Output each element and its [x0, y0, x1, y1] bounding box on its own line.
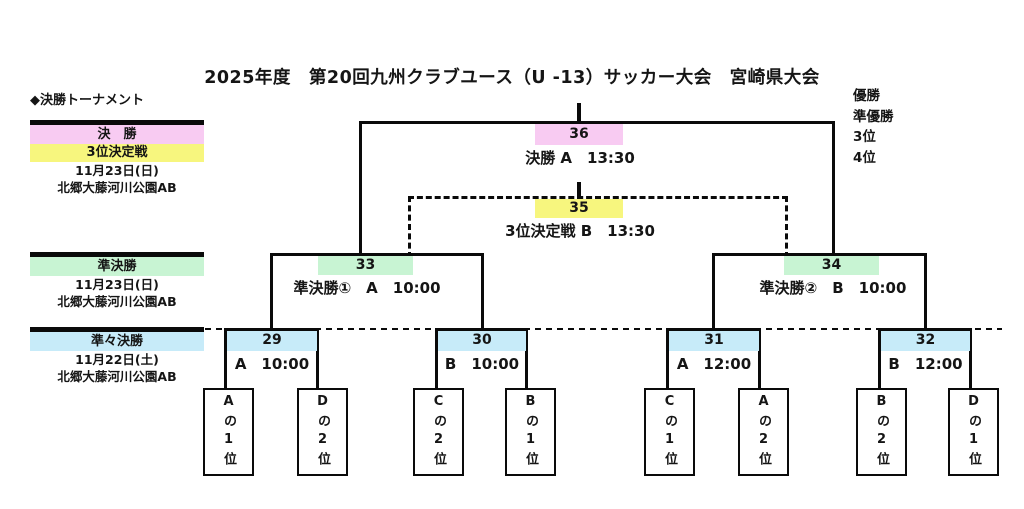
match-number-semi1: 33: [318, 256, 413, 275]
bracket-line-qf3-right: [758, 328, 761, 389]
team-box: Dの1位: [948, 388, 999, 476]
match-number-qf2: 30: [438, 331, 526, 351]
round-label-quarterfinal: 準々決勝: [30, 332, 204, 351]
rank-third: 3位: [853, 129, 876, 145]
bracket-line-qf4-right: [969, 328, 972, 389]
round-venue: 北郷大藤河川公園AB: [57, 180, 177, 195]
panel-divider-bar: [30, 327, 204, 332]
bracket-line-qf2-horizontal: [435, 328, 528, 331]
match-number-semi2: 34: [784, 256, 879, 275]
panel-divider-bar: [30, 252, 204, 257]
bracket-line-semi2-left: [712, 253, 715, 331]
team-box: Cの2位: [413, 388, 464, 476]
bracket-line-qf2-right: [525, 328, 528, 389]
match-number-third-place: 35: [535, 199, 623, 218]
team-label: Bの2位: [874, 394, 889, 470]
round-panel-final: 決 勝 3位決定戦 11月23日(日) 北郷大藤河川公園AB: [30, 120, 204, 196]
match-label-qf4: B 12:00: [888, 355, 963, 373]
rank-runner-up: 準優勝: [853, 108, 894, 125]
bracket-line-final-horizontal: [359, 121, 835, 124]
match-label-qf2: B 10:00: [444, 355, 520, 373]
panel-divider-bar: [30, 120, 204, 125]
team-box: Cの1位: [644, 388, 695, 476]
rank-fourth: 4位: [853, 149, 876, 166]
team-box: Aの2位: [738, 388, 789, 476]
bracket-line-semi1-right: [481, 253, 484, 331]
team-box: Dの2位: [297, 388, 348, 476]
bracket-line-qf4-horizontal: [878, 328, 972, 331]
page-title: 2025年度 第20回九州クラブユース（U -13）サッカー大会 宮崎県大会: [204, 68, 820, 88]
bracket-legend: ◆決勝トーナメント: [30, 93, 144, 108]
round-venue: 北郷大藤河川公園AB: [57, 294, 177, 309]
round-date: 11月23日(日): [75, 277, 159, 292]
match-label-third-place: 3位決定戦 B 13:30: [505, 222, 655, 240]
bracket-guide-dotted-line: [205, 328, 1002, 330]
team-label: Dの2位: [315, 394, 330, 470]
bracket-line-final-left: [359, 121, 362, 256]
team-label: Bの1位: [523, 394, 538, 470]
team-label: Aの2位: [756, 394, 771, 470]
team-box: Aの1位: [203, 388, 254, 476]
round-venue: 北郷大藤河川公園AB: [57, 369, 177, 384]
round-label-semifinal: 準決勝: [30, 257, 204, 276]
bracket-line-qf3-left: [666, 328, 669, 389]
bracket-line-third-horizontal: [408, 196, 788, 199]
match-label-semi1: 準決勝① A 10:00: [293, 279, 441, 297]
match-number-qf3: 31: [669, 331, 759, 351]
match-number-final: 36: [535, 124, 623, 145]
team-box: Bの2位: [856, 388, 907, 476]
match-number-qf1: 29: [227, 331, 317, 351]
bracket-line-third-left: [408, 196, 411, 258]
match-label-final: 決勝 A 13:30: [525, 149, 635, 167]
match-label-qf3: A 12:00: [676, 355, 752, 373]
team-box: Bの1位: [505, 388, 556, 476]
round-date: 11月23日(日): [75, 163, 159, 178]
bracket-line-qf1-horizontal: [224, 328, 319, 331]
result-ranks: 優勝 準優勝 3位 4位: [853, 86, 894, 168]
round-label-final: 決 勝: [30, 125, 204, 144]
bracket-line-semi2-horizontal: [712, 253, 927, 256]
bracket-line-qf1-right: [316, 328, 319, 389]
bracket-line-qf2-left: [435, 328, 438, 389]
team-label: Dの1位: [966, 394, 981, 470]
round-panel-semifinal: 準決勝 11月23日(日) 北郷大藤河川公園AB: [30, 252, 204, 310]
team-label: Cの2位: [431, 394, 446, 470]
bracket-line-final-winner-stub: [577, 103, 581, 122]
team-label: Cの1位: [662, 394, 677, 470]
match-label-semi2: 準決勝② B 10:00: [759, 279, 907, 297]
bracket-line-third-right: [785, 196, 788, 258]
team-label: Aの1位: [221, 394, 236, 470]
bracket-line-semi1-horizontal: [270, 253, 484, 256]
round-label-third-place: 3位決定戦: [30, 144, 204, 162]
round-panel-quarterfinal: 準々決勝 11月22日(土) 北郷大藤河川公園AB: [30, 327, 204, 385]
bracket-line-third-winner-stub: [577, 182, 581, 199]
bracket-line-semi2-right: [924, 253, 927, 331]
bracket-line-qf1-left: [224, 328, 227, 389]
bracket-line-qf4-left: [878, 328, 881, 389]
rank-champion: 優勝: [853, 88, 880, 104]
match-label-qf1: A 10:00: [234, 355, 310, 373]
bracket-line-semi1-left: [270, 253, 273, 331]
match-number-qf4: 32: [881, 331, 970, 351]
round-date: 11月22日(土): [75, 352, 159, 367]
bracket-line-qf3-horizontal: [666, 328, 761, 331]
bracket-line-final-right: [832, 121, 835, 256]
